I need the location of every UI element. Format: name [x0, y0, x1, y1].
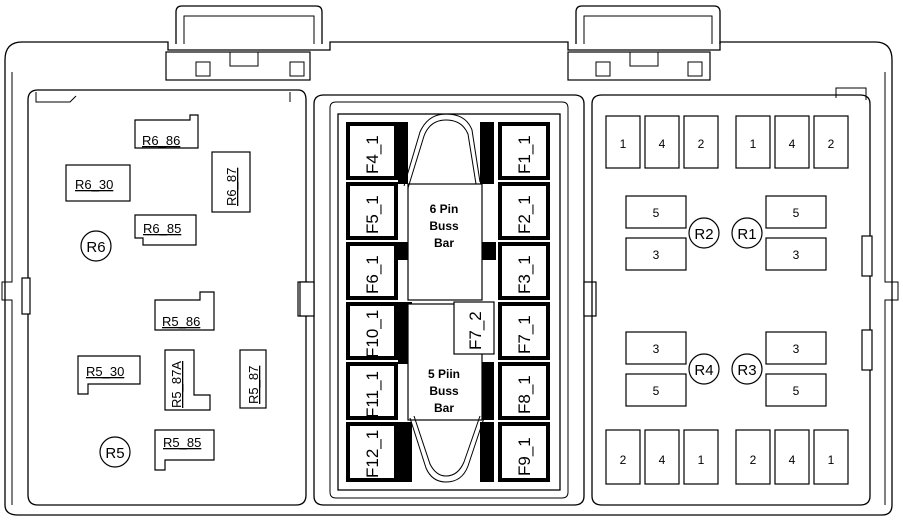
fuse-f9-1: F9_1: [498, 422, 550, 482]
fuse-f1-1: F1_1: [498, 122, 550, 180]
svg-text:F7_2: F7_2: [466, 311, 485, 350]
buss-bar-5pin-label: 5 Piin Buss Bar: [428, 367, 460, 415]
svg-text:1: 1: [620, 137, 627, 151]
pin-row-bottom: 2 4 1 2 4 1: [605, 429, 849, 485]
svg-text:5 Piin: 5 Piin: [428, 367, 460, 381]
svg-text:F1_1: F1_1: [515, 135, 534, 174]
svg-text:4: 4: [659, 453, 666, 467]
fuse-f8-1: F8_1: [498, 362, 550, 420]
svg-text:3: 3: [793, 248, 800, 262]
svg-text:F7_1: F7_1: [515, 315, 534, 354]
relay-terminal-r6-30: R6_30: [75, 177, 113, 192]
buss-bar-wire-6pin: [403, 113, 481, 189]
fuse-f12-1: F12_1: [346, 422, 398, 482]
svg-text:F4_1: F4_1: [363, 135, 382, 174]
relay-circle-r3: R3: [737, 362, 756, 379]
svg-text:F2_1: F2_1: [515, 195, 534, 234]
relay-block-lower: 3 5 3 5 R4 R3: [625, 331, 827, 407]
relay-circle-r1: R1: [737, 226, 756, 243]
svg-text:4: 4: [789, 453, 796, 467]
relay-terminal-r6-85: R6_85: [143, 221, 181, 236]
relay-terminal-r6-86: R6_86: [142, 133, 180, 148]
fuse-f6-1: F6_1: [346, 242, 398, 300]
center-fuse-panel: F4_1 F5_1 F6_1 F10_1 F11_1 F12_1: [299, 94, 597, 506]
svg-text:F9_1: F9_1: [515, 437, 534, 476]
fuse-f5-1: F5_1: [346, 182, 398, 240]
svg-text:F5_1: F5_1: [363, 195, 382, 234]
top-clip-right: [567, 5, 721, 81]
right-relay-panel: 1 4 2 1 4 2 5 3 5 3 R2 R1: [591, 87, 873, 506]
svg-text:F6_1: F6_1: [363, 255, 382, 294]
svg-text:F11_1: F11_1: [363, 371, 382, 418]
fuse-f2-1: F2_1: [498, 182, 550, 240]
fuse-f10-1: F10_1: [346, 302, 398, 360]
svg-text:F3_1: F3_1: [515, 255, 534, 294]
relay-block-upper: 5 3 5 3 R2 R1: [625, 195, 827, 271]
svg-text:4: 4: [789, 137, 796, 151]
svg-text:Bar: Bar: [434, 401, 454, 415]
relay-circle-r5: R5: [105, 445, 124, 462]
svg-text:F8_1: F8_1: [515, 375, 534, 414]
svg-text:Bar: Bar: [434, 236, 454, 250]
fuse-f11-1: F11_1: [346, 362, 398, 420]
fuse-f7-1: F7_1: [498, 302, 550, 360]
svg-text:2: 2: [620, 453, 627, 467]
svg-text:1: 1: [828, 453, 835, 467]
svg-text:2: 2: [698, 137, 705, 151]
svg-text:5: 5: [793, 384, 800, 398]
relay-terminal-r5-30: R5_30: [86, 364, 124, 379]
svg-text:F12_1: F12_1: [363, 430, 382, 478]
relay-terminal-r5-87: R5_87: [246, 366, 261, 404]
svg-text:Buss: Buss: [429, 384, 459, 398]
svg-text:2: 2: [828, 137, 835, 151]
relay-terminal-r5-85: R5_85: [163, 435, 201, 450]
svg-text:3: 3: [653, 342, 660, 356]
svg-text:5: 5: [793, 206, 800, 220]
fuse-f7-2: F7_2: [453, 301, 495, 355]
svg-text:F10_1: F10_1: [363, 310, 382, 358]
relay-circle-r2: R2: [694, 226, 713, 243]
housing-outline: [1, 41, 899, 516]
relay-terminal-r5-87a: R5_87A: [169, 361, 184, 408]
svg-text:3: 3: [793, 342, 800, 356]
pin-row-top: 1 4 2 1 4 2: [605, 115, 849, 169]
left-relay-panel: R6_86 R6_30 R6_87 R6_85 R6 R5_86 R5_30 R…: [21, 89, 309, 506]
svg-text:4: 4: [659, 137, 666, 151]
buss-bar-6pin-label: 6 Pin Buss Bar: [429, 202, 459, 250]
svg-text:5: 5: [653, 206, 660, 220]
relay-circle-r4: R4: [694, 362, 713, 379]
relay-terminal-r6-87: R6_87: [224, 168, 239, 206]
buss-bar-wire-5pin: [409, 415, 485, 483]
top-clip-left: [165, 5, 323, 81]
svg-text:5: 5: [653, 384, 660, 398]
fuse-f4-1: F4_1: [346, 122, 398, 180]
fuse-f3-1: F3_1: [498, 242, 550, 300]
svg-text:1: 1: [750, 137, 757, 151]
relay-terminal-r5-86: R5_86: [162, 314, 200, 329]
svg-text:Buss: Buss: [429, 219, 459, 233]
svg-text:2: 2: [750, 453, 757, 467]
relay-circle-r6: R6: [86, 239, 105, 256]
svg-text:1: 1: [698, 453, 705, 467]
svg-text:6 Pin: 6 Pin: [430, 202, 459, 216]
svg-text:3: 3: [653, 248, 660, 262]
